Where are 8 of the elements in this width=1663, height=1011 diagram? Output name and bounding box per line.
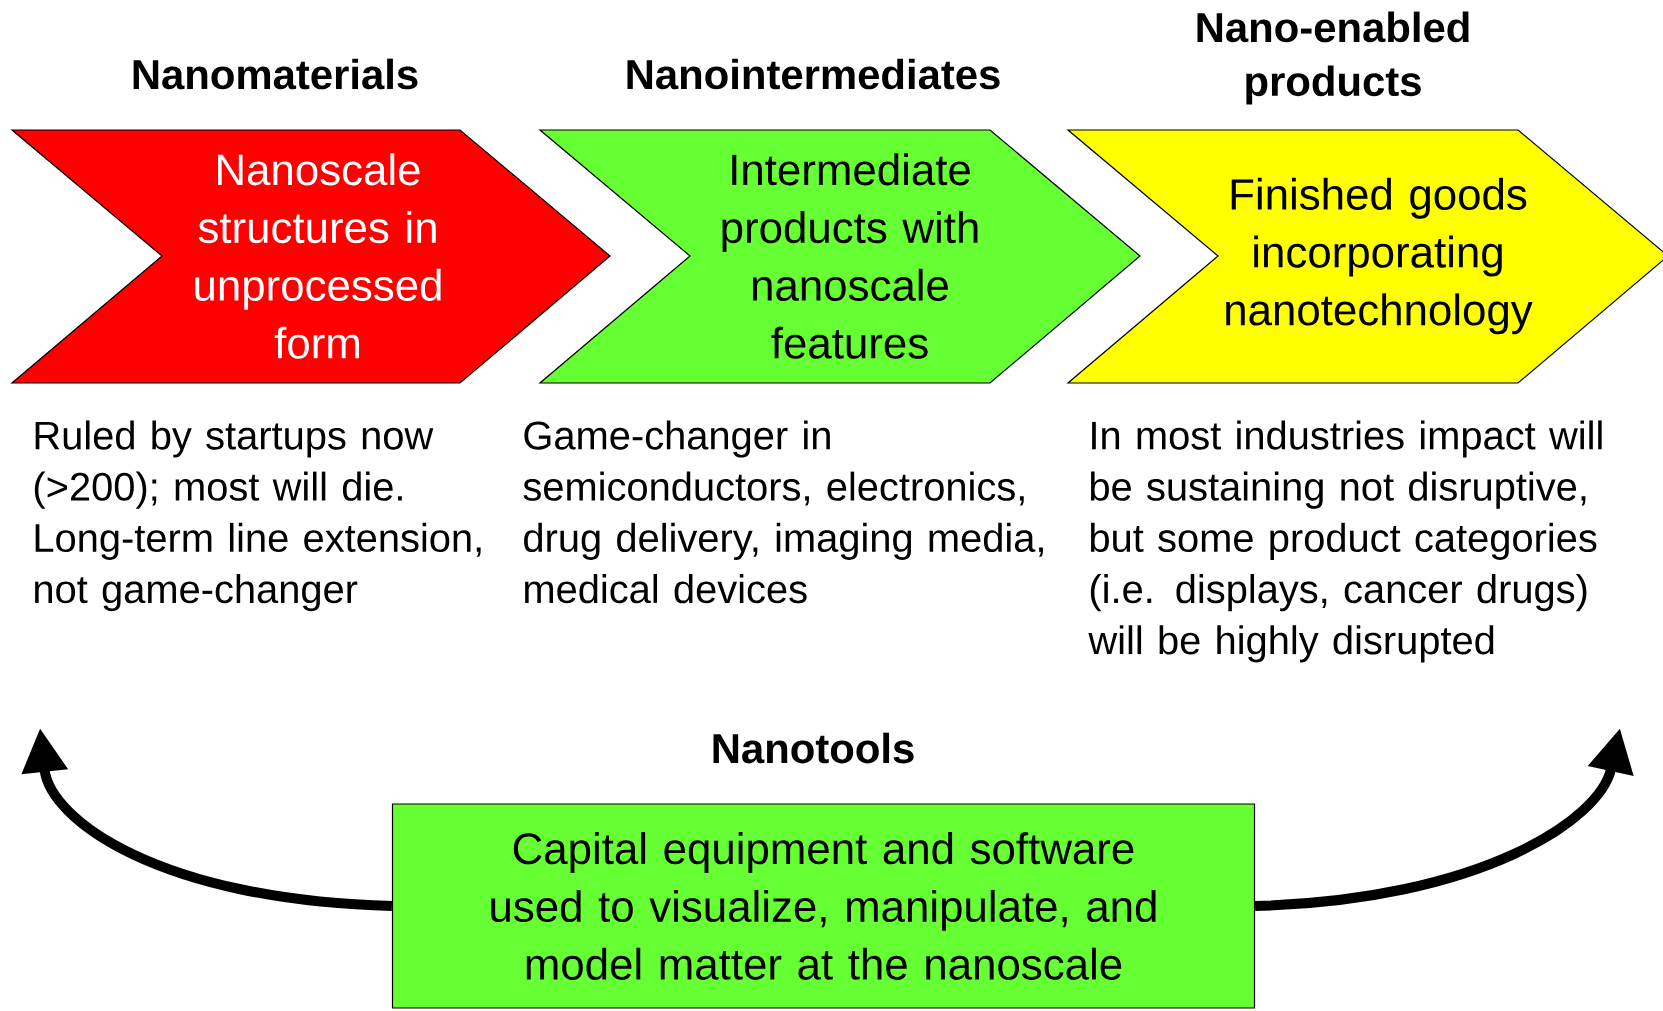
description: Ruled by startups now (>200); most will die. Long-term line extension, not game-changer xyxy=(34,420,481,612)
heading: Nanomaterials xyxy=(133,58,418,90)
description: In most industries impact will be sustaining not disruptive, but some product categories (i.e. displays, cancer drugs) will be highly disrupted xyxy=(1088,420,1602,663)
heading: Nanointermediates xyxy=(627,58,1000,90)
process-box: Capital equipment and software used to visualize, manipulate, and model matter at the nanoscale xyxy=(391,803,1256,1009)
heading: Nano-enabled products xyxy=(1197,11,1469,105)
heading: Nanotools xyxy=(713,732,914,764)
description: Game-changer in semiconductors, electronics, drug delivery, imaging media, medical devices xyxy=(523,420,1043,604)
